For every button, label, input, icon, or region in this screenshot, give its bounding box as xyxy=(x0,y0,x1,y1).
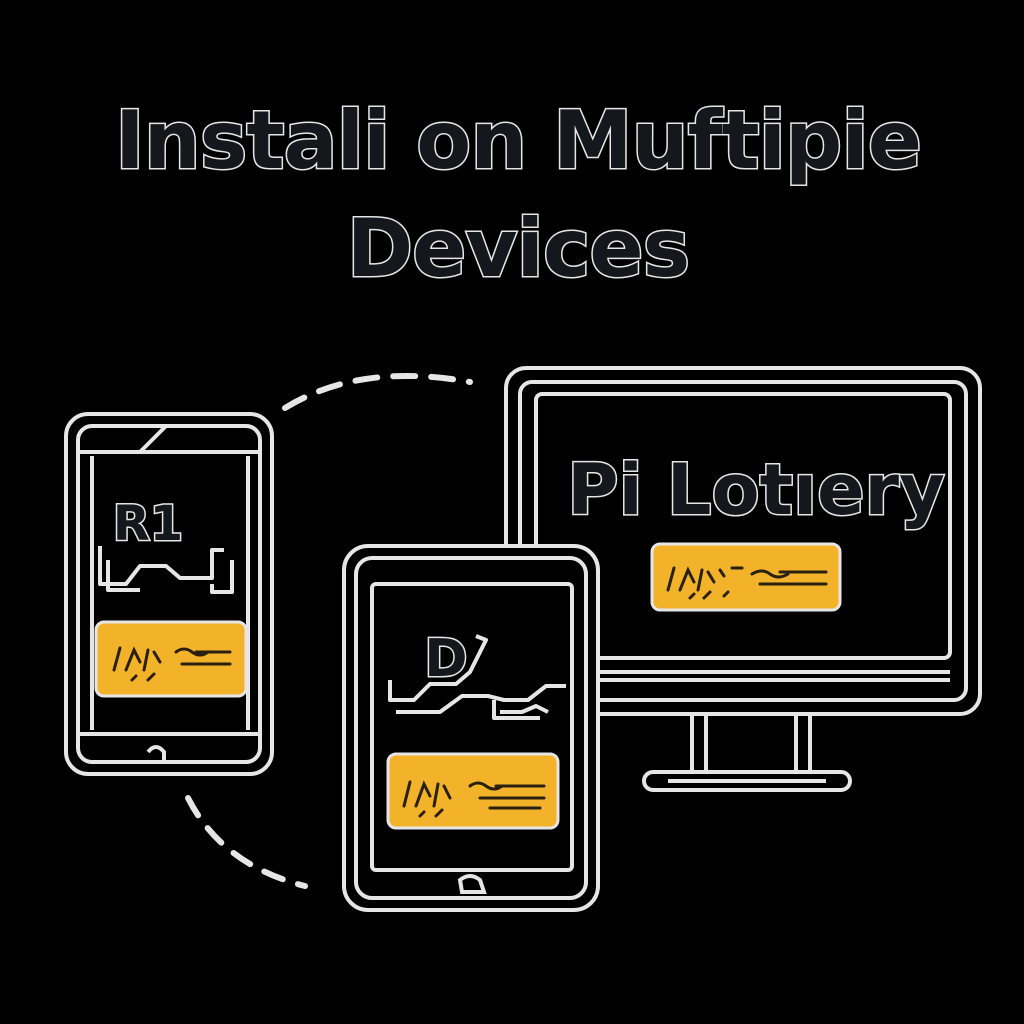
scribble-button-icon xyxy=(402,780,546,818)
monitor-brand-text: Pi Lotıery xyxy=(567,449,944,531)
tablet-install-button[interactable] xyxy=(386,752,560,830)
monitor-install-button[interactable] xyxy=(650,542,842,612)
scribble-button-icon xyxy=(112,646,232,682)
monitor-icon xyxy=(504,366,982,792)
phone-logo-text: R1 xyxy=(113,496,183,552)
phone-circuit-logo-icon xyxy=(98,546,234,594)
title-line-1: Instali on Muftipie xyxy=(115,94,921,187)
dashed-arc-icon-lower xyxy=(185,795,308,889)
dashed-arc-icon xyxy=(282,372,473,411)
title: Instali on Muftipie Devices xyxy=(114,93,924,297)
tablet-circuit-logo-icon xyxy=(388,634,566,720)
title-line-2: Devices xyxy=(347,202,690,295)
tablet-icon xyxy=(342,544,600,912)
phone-icon xyxy=(64,412,274,776)
phone-install-button[interactable] xyxy=(94,620,248,698)
scribble-button-icon xyxy=(666,566,828,600)
